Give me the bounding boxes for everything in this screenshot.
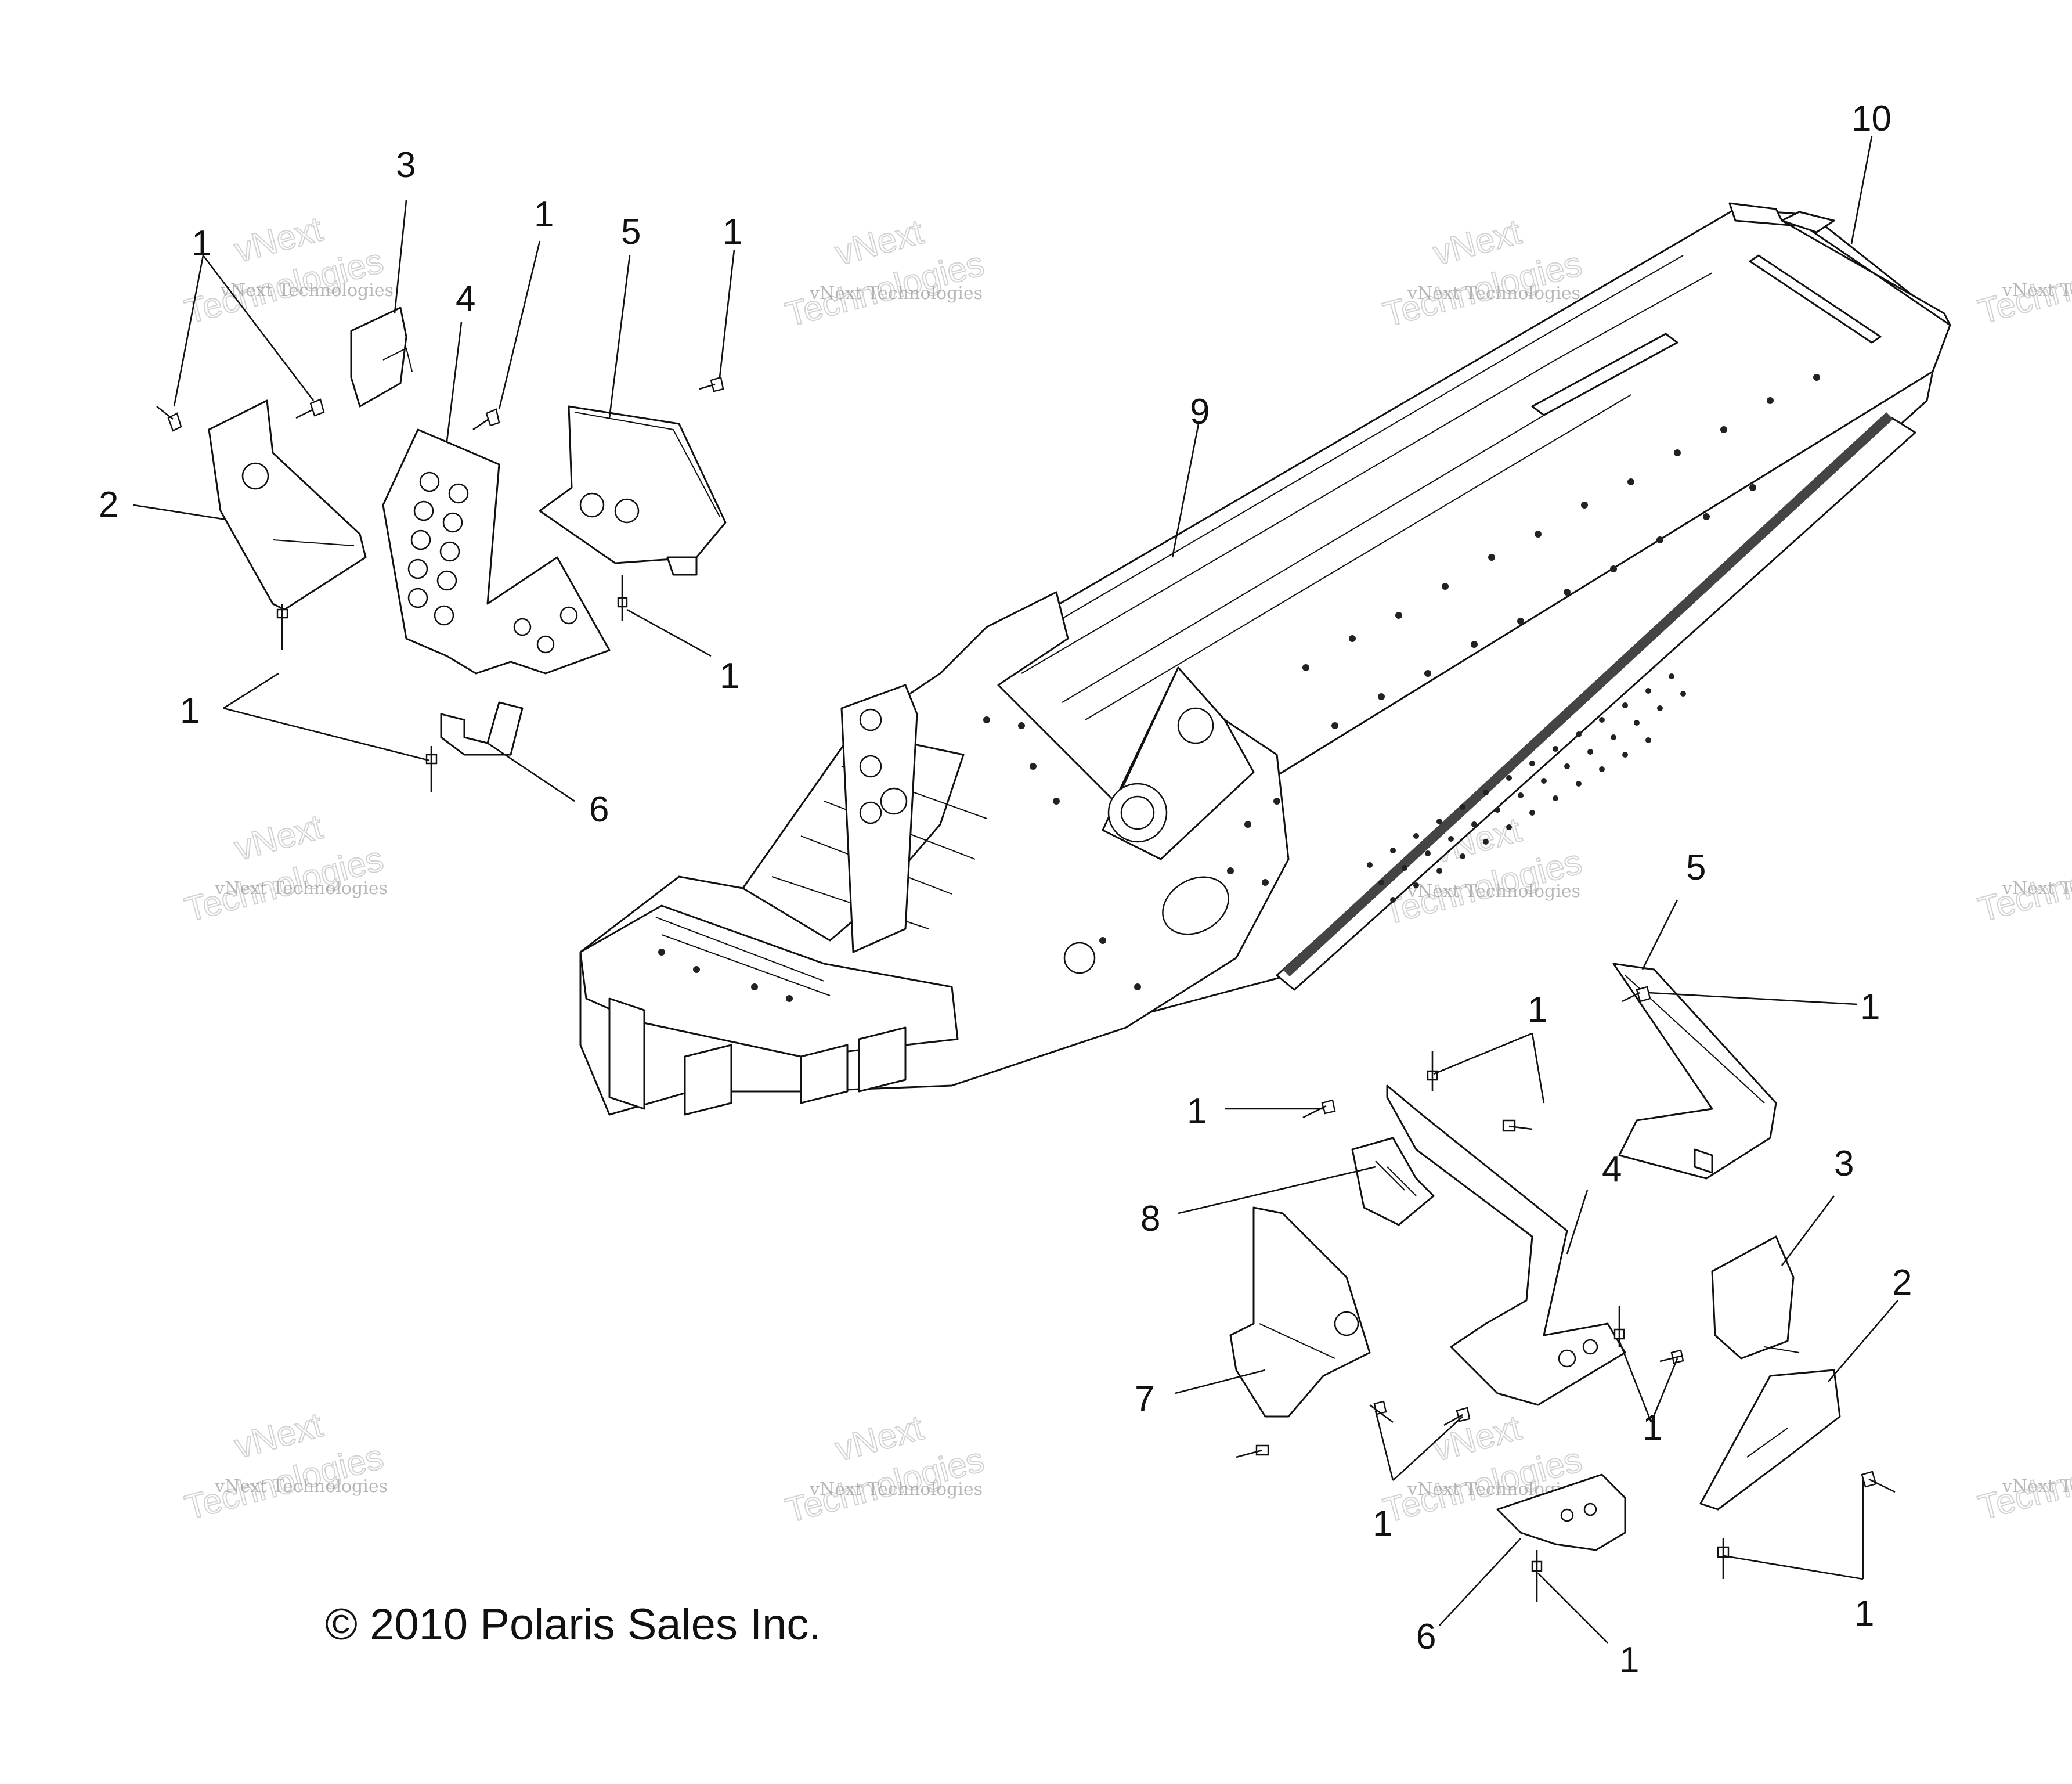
callout-left-1d: 1 bbox=[720, 656, 739, 696]
callout-left-1a: 1 bbox=[192, 224, 211, 264]
right-block-8 bbox=[1351, 1137, 1435, 1226]
right-bracket-3 bbox=[1711, 1235, 1795, 1360]
rivet bbox=[276, 604, 288, 650]
rivet bbox=[1659, 1349, 1684, 1364]
svg-text:vNext Technologies: vNext Technologies bbox=[220, 280, 394, 301]
rivet bbox=[1622, 986, 1651, 1003]
rivet bbox=[617, 575, 628, 621]
watermark-edge-right-2: vNext Technologies Technologies bbox=[1974, 838, 2072, 929]
watermark-top-center: Technologies vNext Technologies vNext bbox=[781, 211, 989, 334]
svg-text:vNext Technologies: vNext Technologies bbox=[214, 878, 388, 899]
rivet-fasteners bbox=[156, 376, 1896, 1602]
callout-left-2: 2 bbox=[99, 485, 118, 525]
callout-right-4: 4 bbox=[1602, 1149, 1622, 1190]
watermark-mid-left: Technologies vNext Technologies vNext bbox=[181, 806, 388, 929]
callout-right-7: 7 bbox=[1135, 1379, 1154, 1419]
callout-left-3: 3 bbox=[396, 145, 416, 185]
callout-right-1g: 1 bbox=[1619, 1640, 1639, 1680]
rivet bbox=[472, 408, 500, 431]
svg-text:vNext Technologies: vNext Technologies bbox=[1407, 881, 1580, 902]
svg-text:vNext Technologies: vNext Technologies bbox=[2002, 1476, 2072, 1497]
callout-left-1e: 1 bbox=[180, 691, 200, 731]
callout-right-2: 2 bbox=[1892, 1263, 1912, 1303]
rivet bbox=[425, 746, 438, 792]
rivet bbox=[1443, 1407, 1471, 1426]
rivet bbox=[1427, 1051, 1438, 1091]
watermark-top-left: Technologies vNext Technologies vNext bbox=[181, 208, 394, 331]
rivet bbox=[1302, 1099, 1336, 1119]
callout-bumper-10: 10 bbox=[1851, 99, 1891, 139]
rivet bbox=[699, 376, 724, 392]
rivet bbox=[1369, 1400, 1394, 1423]
left-bracket-3 bbox=[350, 307, 407, 408]
rivet bbox=[1717, 1538, 1730, 1579]
callout-right-1c: 1 bbox=[1187, 1091, 1207, 1131]
chassis-rivets bbox=[658, 374, 1820, 1002]
right-plate-7 bbox=[1229, 1206, 1371, 1418]
watermark-edge-right-3: vNext Technologies Technologies bbox=[1974, 1436, 2072, 1527]
callout-right-1e: 1 bbox=[1373, 1504, 1392, 1544]
right-panel-5 bbox=[1612, 963, 1777, 1180]
svg-text:Technologies: Technologies bbox=[1974, 839, 2072, 929]
rivet bbox=[295, 398, 325, 419]
svg-text:Technologies: Technologies bbox=[1974, 1437, 2072, 1527]
callout-left-6: 6 bbox=[589, 790, 609, 830]
callout-right-6: 6 bbox=[1416, 1617, 1436, 1657]
watermark-bottom-left: Technologies vNext Technologies vNext bbox=[181, 1404, 388, 1527]
left-plate-2 bbox=[208, 399, 367, 611]
watermark-edge-right-1: vNext Technologies Technologies bbox=[1974, 240, 2072, 331]
callout-right-8: 8 bbox=[1140, 1199, 1160, 1239]
svg-text:Technologies: Technologies bbox=[1974, 241, 2072, 331]
callout-right-1b: 1 bbox=[1528, 990, 1547, 1030]
leader-lines bbox=[133, 136, 1898, 1644]
tunnel-vent-holes bbox=[1367, 673, 1686, 903]
callout-left-1b: 1 bbox=[534, 194, 554, 235]
callout-chassis-9: 9 bbox=[1190, 392, 1210, 432]
svg-text:vNext Technologies: vNext Technologies bbox=[214, 1476, 388, 1497]
right-footrest-4 bbox=[1386, 1084, 1626, 1406]
rivet bbox=[1531, 1550, 1543, 1602]
svg-text:vNext Technologies: vNext Technologies bbox=[1407, 283, 1580, 304]
callout-right-1f: 1 bbox=[1854, 1594, 1874, 1634]
callout-right-1d: 1 bbox=[1643, 1408, 1662, 1448]
callout-numbers: 1 3 1 5 1 4 2 1 1 6 9 10 5 1 1 1 4 3 8 2… bbox=[99, 99, 1912, 1680]
right-parts-group bbox=[1229, 963, 1841, 1551]
copyright-notice: © 2010 Polaris Sales Inc. bbox=[325, 1600, 821, 1649]
svg-text:vNext Technologies: vNext Technologies bbox=[809, 1479, 983, 1500]
right-plate-2 bbox=[1699, 1369, 1841, 1511]
left-footrest-holes bbox=[407, 471, 578, 654]
callout-right-1a: 1 bbox=[1860, 987, 1880, 1027]
rivet bbox=[1613, 1306, 1625, 1347]
rivet bbox=[1236, 1444, 1269, 1458]
rivet bbox=[156, 405, 182, 432]
rivet bbox=[1861, 1471, 1896, 1493]
rivet bbox=[1502, 1119, 1533, 1132]
svg-text:vNext Technologies: vNext Technologies bbox=[809, 283, 983, 304]
callout-left-4: 4 bbox=[456, 279, 475, 319]
callout-right-3: 3 bbox=[1834, 1144, 1854, 1184]
svg-text:vNext Technologies: vNext Technologies bbox=[2002, 878, 2072, 899]
watermark-bottom-center: Technologies vNext Technologies vNext bbox=[781, 1407, 989, 1530]
left-panel-5 bbox=[539, 405, 727, 564]
chassis-frame bbox=[579, 202, 1951, 1116]
callout-left-5: 5 bbox=[621, 212, 641, 252]
left-parts-group bbox=[208, 307, 727, 756]
svg-text:vNext Technologies: vNext Technologies bbox=[2002, 280, 2072, 301]
left-bracket-6 bbox=[440, 701, 524, 756]
callout-left-1c: 1 bbox=[723, 212, 742, 252]
callout-right-5: 5 bbox=[1686, 848, 1706, 888]
